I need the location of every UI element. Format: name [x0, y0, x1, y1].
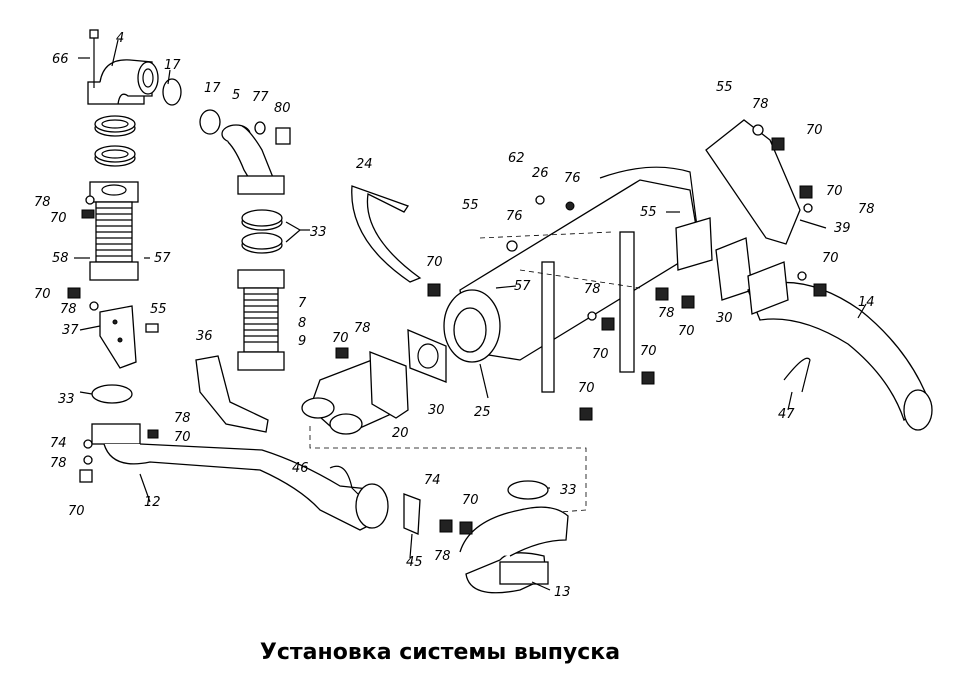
callout-17: 17	[164, 58, 181, 73]
callout-33: 33	[560, 483, 577, 498]
callout-33: 33	[310, 225, 327, 240]
callout-labels: 66 4 17 17 5 77 80 55 78 70 24 62 26 76 …	[34, 31, 875, 600]
callout-55: 55	[716, 80, 733, 95]
strap-24	[351, 185, 422, 283]
callout-14: 14	[858, 295, 875, 310]
y-pipe-20	[301, 351, 409, 435]
corrugated-pipe-middle	[237, 269, 285, 371]
callout-70: 70	[822, 251, 839, 266]
callout-47: 47	[778, 407, 795, 422]
bracket-36	[195, 355, 269, 433]
callout-45: 45	[406, 555, 423, 570]
callout-74: 74	[50, 436, 67, 451]
callout-66: 66	[52, 52, 69, 67]
callout-78: 78	[858, 202, 875, 217]
callout-36: 36	[196, 329, 213, 344]
callout-80: 80	[274, 101, 291, 116]
callout-20: 20	[392, 426, 409, 441]
callout-70: 70	[678, 324, 695, 339]
gasket-30-right	[675, 217, 713, 271]
callout-76: 76	[506, 209, 523, 224]
pipe-12	[91, 423, 389, 531]
callout-33: 33	[58, 392, 75, 407]
gasket-17-mid	[199, 109, 221, 135]
callout-70: 70	[174, 430, 191, 445]
callout-78: 78	[434, 549, 451, 564]
assembly-guide-line	[309, 426, 587, 513]
callout-78: 78	[354, 321, 371, 336]
callout-78: 78	[60, 302, 77, 317]
callout-39: 39	[834, 221, 851, 236]
bracket-45	[403, 493, 421, 535]
elbow-13	[459, 506, 569, 594]
elbow-5	[221, 124, 285, 195]
callout-25: 25	[474, 405, 491, 420]
pipe-14	[747, 261, 933, 431]
callout-57: 57	[154, 251, 171, 266]
callout-5: 5	[232, 88, 240, 103]
gasket-17-top	[162, 78, 182, 106]
callout-55: 55	[462, 198, 479, 213]
elbow-4	[87, 59, 159, 105]
gasket-33-low	[507, 480, 549, 500]
callout-70: 70	[462, 493, 479, 508]
callout-9: 9	[298, 334, 306, 349]
callout-46: 46	[292, 461, 309, 476]
callout-78: 78	[658, 306, 675, 321]
callout-30: 30	[428, 403, 445, 418]
callout-30: 30	[716, 311, 733, 326]
callout-57: 57	[514, 279, 531, 294]
callout-78: 78	[174, 411, 191, 426]
callout-4: 4	[116, 31, 124, 46]
callout-70: 70	[50, 211, 67, 226]
callout-70: 70	[68, 504, 85, 519]
callout-24: 24	[356, 157, 373, 172]
callout-55: 55	[640, 205, 657, 220]
callout-70: 70	[826, 184, 843, 199]
callout-70: 70	[806, 123, 823, 138]
callout-70: 70	[640, 344, 657, 359]
callout-70: 70	[34, 287, 51, 302]
callout-17: 17	[204, 81, 221, 96]
bolt-55-left	[145, 323, 159, 333]
clamp-46	[329, 465, 359, 495]
callout-78: 78	[752, 97, 769, 112]
callout-78: 78	[34, 195, 51, 210]
bracket-37	[99, 305, 137, 369]
callout-55: 55	[150, 302, 167, 317]
bracket-39	[705, 119, 801, 245]
callout-13: 13	[554, 585, 571, 600]
gasket-33-left	[91, 384, 133, 404]
callout-37: 37	[62, 323, 79, 338]
callout-8: 8	[298, 316, 306, 331]
muffler-25	[443, 166, 701, 393]
diagram-caption: Установка системы выпуска	[259, 640, 621, 665]
callout-70: 70	[332, 331, 349, 346]
callout-70: 70	[578, 381, 595, 396]
gasket-30-left	[407, 328, 447, 383]
rings-33	[241, 209, 283, 254]
seal-rings	[94, 115, 136, 167]
clamp-47	[783, 357, 811, 393]
callout-12: 12	[144, 495, 161, 510]
callout-70: 70	[426, 255, 443, 270]
callout-74: 74	[424, 473, 441, 488]
callout-78: 78	[50, 456, 67, 471]
callout-62: 62	[508, 151, 525, 166]
callout-7: 7	[298, 296, 307, 311]
corrugated-pipe-left	[89, 181, 139, 281]
fasteners	[67, 124, 827, 535]
callout-78: 78	[584, 282, 601, 297]
nut-80	[275, 127, 291, 145]
callout-70: 70	[592, 347, 609, 362]
callout-26: 26	[532, 166, 549, 181]
callout-76: 76	[564, 171, 581, 186]
leader-lines	[74, 39, 867, 591]
callout-58: 58	[52, 251, 69, 266]
callout-77: 77	[252, 90, 269, 105]
